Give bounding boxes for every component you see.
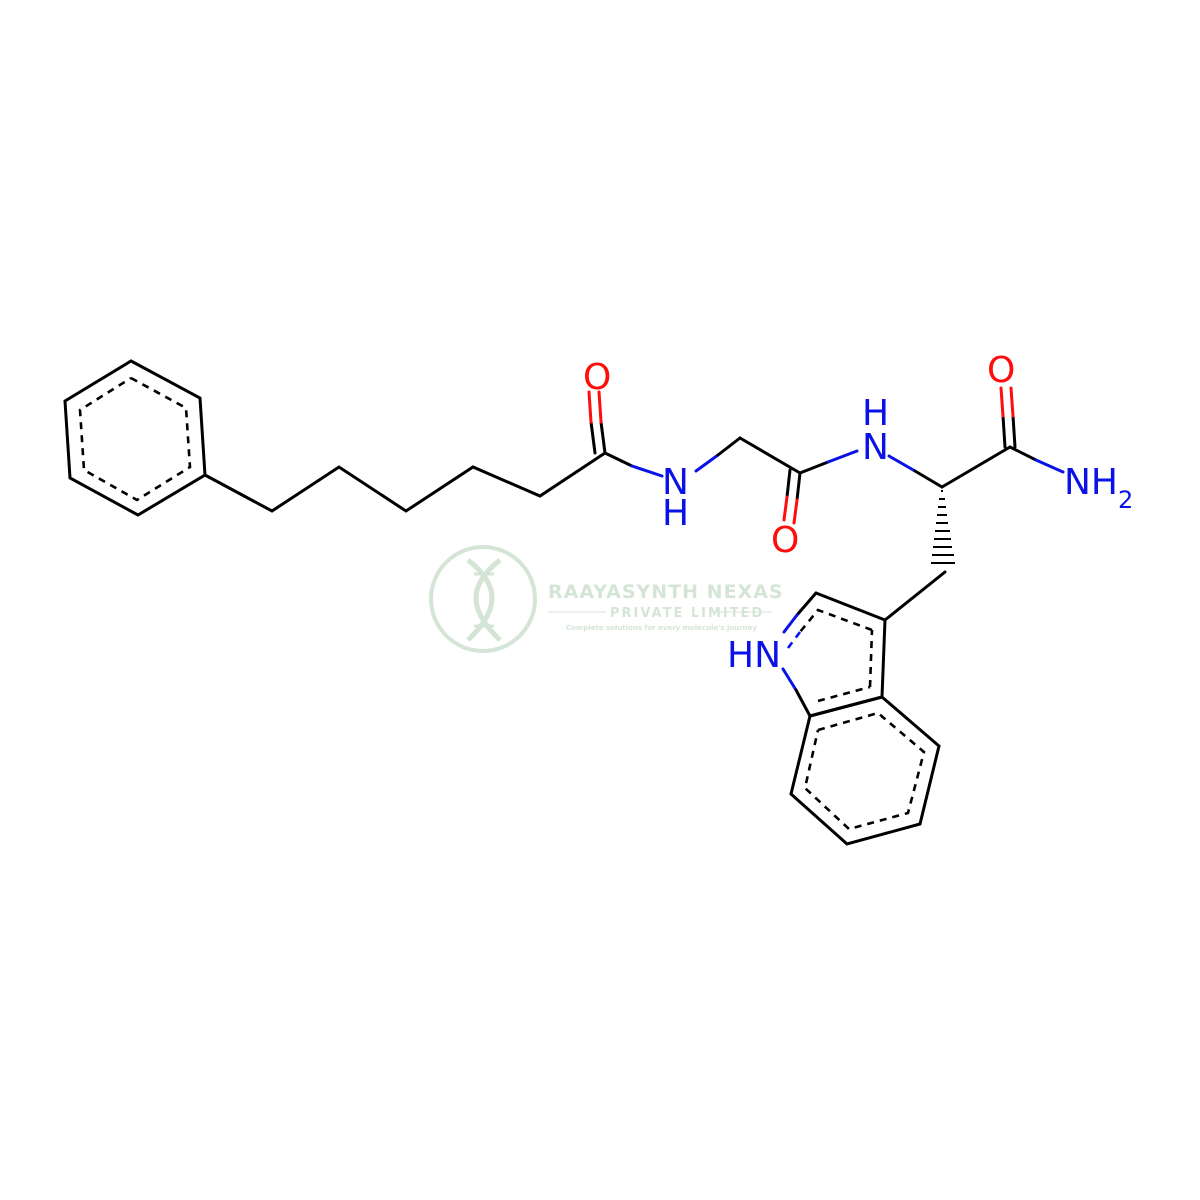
nitrogen-label-2: N bbox=[862, 427, 889, 468]
ch2-indole-bond bbox=[883, 570, 947, 622]
oxygen-label-3: O bbox=[987, 350, 1015, 391]
amine-label: NH bbox=[1064, 462, 1118, 503]
n-calpha-bond-blue bbox=[887, 454, 917, 473]
oxygen-label-1: O bbox=[583, 357, 611, 398]
watermark-logo-ring bbox=[429, 545, 537, 653]
alkyl-chain bbox=[203, 451, 607, 513]
watermark-subtitle: PRIVATE LIMITED bbox=[610, 606, 764, 621]
nitrogen-label-1: N bbox=[662, 462, 689, 503]
amide-bond-3 bbox=[1008, 445, 1038, 462]
watermark-title: RAAYASYNTH NEXAS bbox=[548, 581, 784, 603]
stereo-hashed-wedge bbox=[931, 490, 955, 564]
indole-benzene-ring bbox=[789, 695, 941, 846]
amide-bond-1 bbox=[603, 451, 634, 468]
n-calpha-bond bbox=[913, 469, 944, 489]
hydrogen-label-1: H bbox=[662, 493, 689, 534]
watermark: RAAYASYNTH NEXAS PRIVATE LIMITED Complet… bbox=[429, 545, 784, 653]
ch2-carbonyl-bond bbox=[738, 436, 802, 475]
phenyl-ring bbox=[63, 359, 207, 517]
amide-bond-1-n bbox=[630, 464, 664, 478]
carbonyl-bond-1 bbox=[587, 390, 607, 455]
amine-subscript: 2 bbox=[1118, 486, 1133, 514]
n-ch2-bond-blue bbox=[694, 453, 720, 473]
indole-nh-label: HN bbox=[727, 635, 781, 676]
watermark-tagline: Complete solutions for every molecule's … bbox=[566, 624, 757, 632]
calpha-carbonyl-bond bbox=[940, 445, 1012, 489]
dna-helix-icon bbox=[466, 558, 502, 642]
carbonyl-bond-2 bbox=[782, 468, 802, 525]
hydrogen-label-2: H bbox=[862, 393, 889, 434]
oxygen-label-2: O bbox=[771, 520, 799, 561]
amide-bond-2-n bbox=[826, 449, 859, 464]
amide-bond-2 bbox=[798, 460, 830, 475]
amide-bond-3-n bbox=[1034, 458, 1065, 474]
carbonyl-bond-3 bbox=[999, 386, 1017, 449]
indole-pyrrole-ring bbox=[781, 591, 887, 718]
n-ch2-bond bbox=[716, 436, 742, 457]
